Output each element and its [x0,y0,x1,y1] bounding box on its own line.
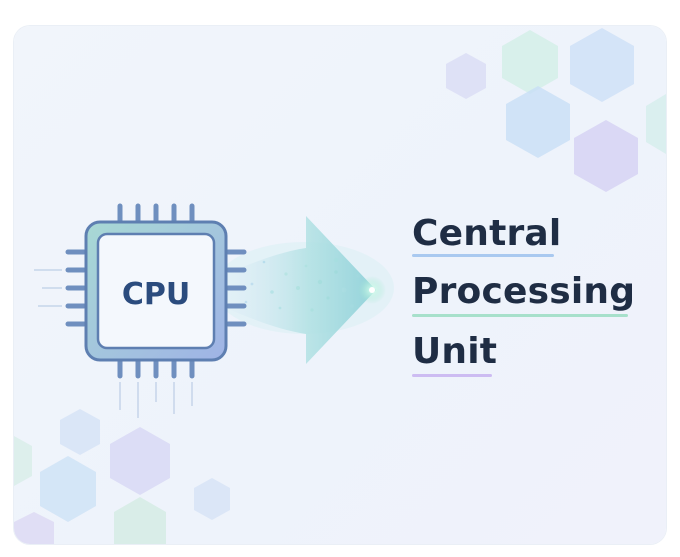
underline-blue [412,254,554,257]
diagram-canvas: CPU [14,28,666,544]
chip-pins-left [65,249,87,327]
hexagon-pattern-top-right [446,28,666,192]
chip-pins-bottom [117,357,195,379]
underline-purple [412,374,492,377]
expansion-line-unit: Unit [412,331,498,372]
hexagon-shape [646,94,666,154]
arrow-icon [226,216,376,364]
hexagon-shape [60,409,100,455]
hexagon-pattern-bottom-left [14,409,230,544]
chip-pins-top [117,203,195,225]
cpu-chip-icon: CPU [34,203,247,418]
underline-green [412,314,628,317]
circuit-traces [34,269,193,418]
expansion-line-central: Central [412,213,562,254]
hexagon-shape [570,28,634,102]
hexagon-shape [114,497,166,544]
hexagon-shape [110,427,170,495]
chip-face [96,232,216,350]
hexagon-shape [446,53,486,99]
hexagon-shape [574,120,638,192]
hexagon-shape [506,86,570,158]
chip-label: CPU [122,277,190,312]
expansion-line-processing: Processing [412,271,636,312]
hexagon-shape [14,436,32,486]
illustration-card: CPU Central Processing Unit [14,26,666,544]
hexagon-shape [194,478,230,520]
hexagon-shape [40,456,96,522]
hexagon-shape [502,30,558,94]
hexagon-shape [14,512,54,544]
glow-point-core [369,287,375,293]
chip-pins-right [225,249,247,327]
